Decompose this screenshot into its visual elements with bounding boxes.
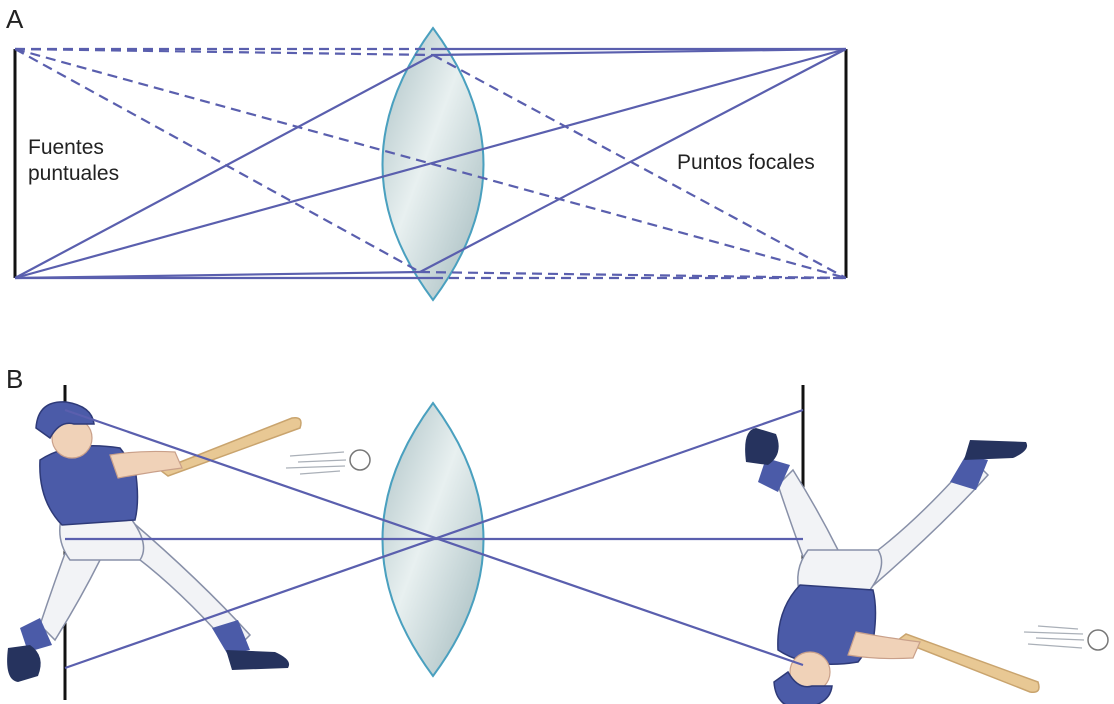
ray-dashed-1 [14, 47, 434, 57]
ball-right [1087, 629, 1109, 651]
ray-dashed-5 [419, 270, 847, 280]
arm-upright [109, 450, 183, 479]
batter-upright [7, 401, 371, 682]
focal-points-label: Puntos focales [677, 151, 815, 174]
pants [59, 514, 145, 561]
sock-front [212, 620, 250, 655]
panel-a-label: A [6, 4, 24, 34]
ray-solid-5 [419, 48, 847, 273]
arm-inverted [847, 631, 921, 660]
panel-b [7, 385, 1109, 704]
solid-rays-a [14, 47, 847, 280]
ball-left [349, 449, 371, 471]
shoe-front-inverted [964, 440, 1028, 460]
shoe-back-inverted [745, 428, 779, 465]
ray-dashed-2 [432, 54, 847, 279]
sock-back-inverted [758, 458, 790, 492]
ball-motion-lines-left [285, 451, 347, 475]
helmet-inverted [773, 670, 833, 704]
bat-upright [158, 416, 302, 477]
sock-back [20, 618, 52, 652]
bat-inverted [896, 633, 1040, 694]
ray-solid-1 [14, 54, 434, 279]
helmet-upright [35, 401, 95, 440]
panel-a [13, 26, 848, 302]
ray-b-feet [64, 408, 804, 670]
ray-solid-4 [14, 270, 421, 280]
rays-b [64, 408, 804, 670]
batter-inverted-figure [745, 428, 1109, 704]
sock-front-inverted [950, 455, 988, 490]
ray-dashed-4 [14, 48, 421, 273]
ray-solid-3 [14, 47, 847, 280]
point-sources-label-line2: puntuales [28, 162, 120, 185]
back-leg [39, 538, 101, 642]
ray-solid-2 [432, 47, 847, 57]
point-sources-label-line1: Fuentes [28, 136, 104, 159]
shoe-back [7, 645, 41, 682]
pants-inverted [797, 549, 883, 596]
back-leg-inverted [777, 468, 839, 572]
ray-b-head [64, 408, 804, 667]
ball-motion-lines-right [1023, 625, 1085, 649]
shoe-front [226, 650, 290, 670]
point-sources-label: Fuentes puntuales [28, 135, 119, 187]
dashed-rays-a [14, 47, 847, 280]
panel-b-label: B [6, 364, 24, 394]
